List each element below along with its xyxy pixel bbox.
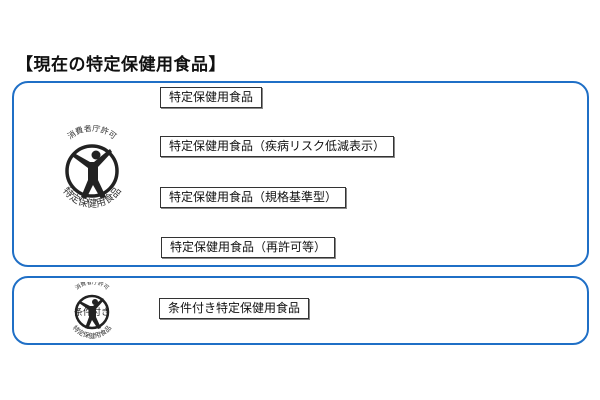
- svg-text:消費者庁許可: 消費者庁許可: [65, 125, 118, 141]
- item-foshu: 特定保健用食品: [160, 87, 263, 108]
- svg-text:消費者庁許可: 消費者庁許可: [73, 282, 110, 292]
- item-foshu-disease-risk: 特定保健用食品（疾病リスク低減表示）: [160, 136, 395, 157]
- conditional-foshu-panel: [12, 276, 589, 345]
- item-foshu-reapproval: 特定保健用食品（再許可等）: [161, 237, 336, 258]
- svg-text:条件付き: 条件付き: [74, 306, 110, 318]
- svg-text:特定保健用食品: 特定保健用食品: [71, 323, 113, 340]
- foshu-logo-icon: 消費者庁許可 特定保健用食品: [60, 125, 124, 210]
- conditional-foshu-logo-icon: 消費者庁許可 条件付き 特定保健用食品: [71, 282, 113, 340]
- page-title: 【現在の特定保健用食品】: [16, 55, 226, 75]
- current-foshu-panel: [12, 81, 589, 267]
- item-foshu-standardized: 特定保健用食品（規格基準型）: [160, 187, 347, 208]
- item-conditional-foshu: 条件付き特定保健用食品: [159, 298, 310, 319]
